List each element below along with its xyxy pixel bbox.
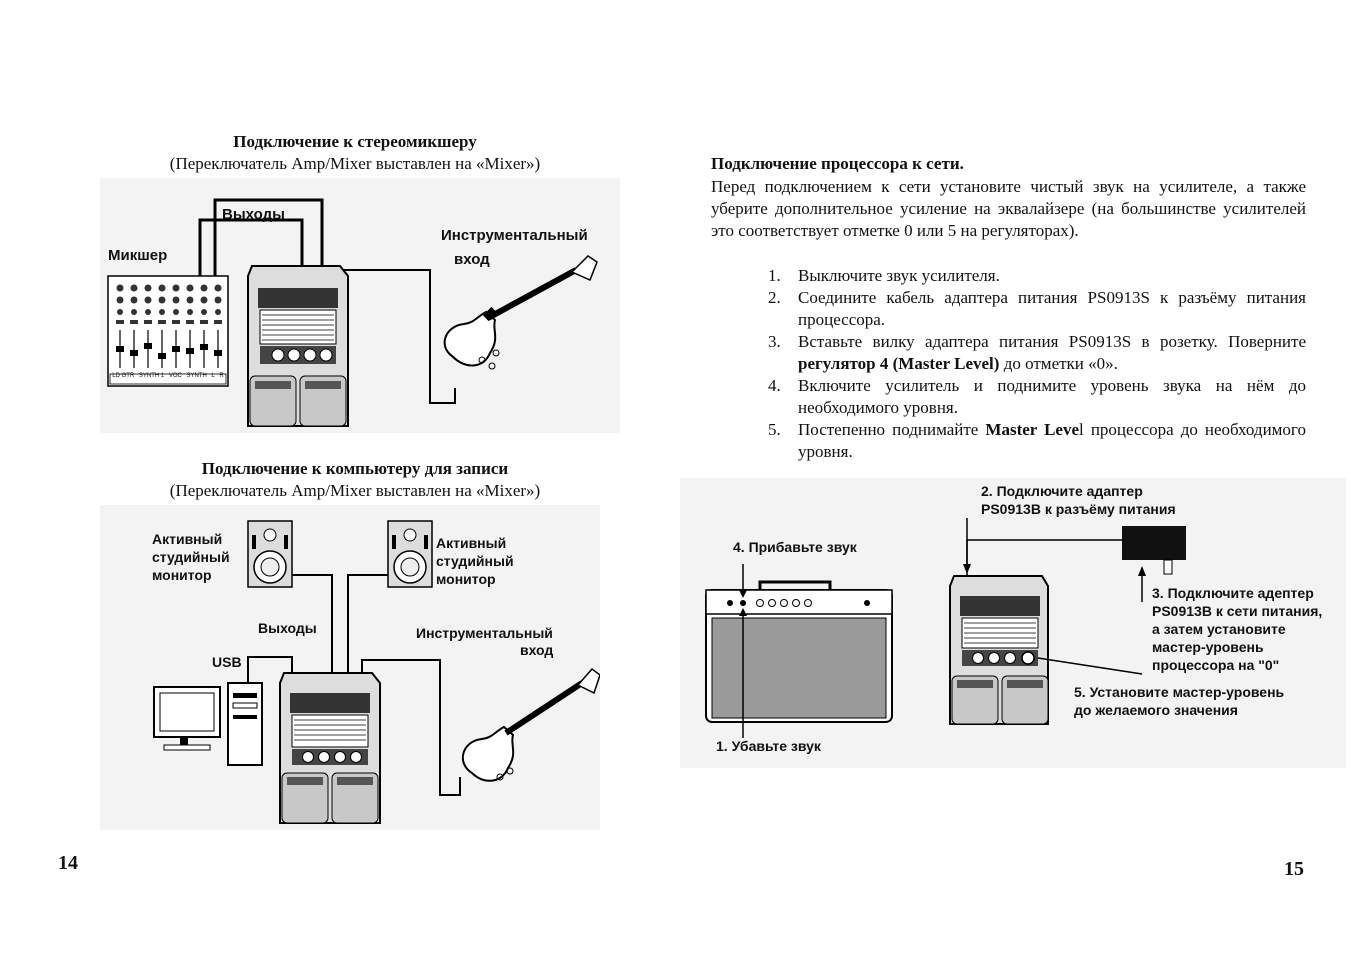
plug-adapter-label-2: PS0913B к сети питания, [1152, 603, 1323, 619]
mixer-channel: L [211, 373, 215, 379]
intro-paragraph: Перед подключением к сети установите чис… [711, 177, 1306, 240]
mixer-channel: VOC [168, 373, 182, 379]
connect-adapter-label-2: PS0913B к разъёму питания [981, 501, 1176, 517]
studio-monitor-left [247, 520, 293, 588]
step-number: 2. [768, 288, 781, 307]
step-text: Соедините кабель адаптера питания PS0913… [798, 288, 1306, 329]
step-item: 4. Включите усилитель и поднимите уровень… [711, 375, 1306, 419]
section-subtitle-computer: (Переключатель Amp/Mixer выставлен на «M… [169, 481, 541, 500]
instrument-input-label-1: Инструментальный [416, 625, 553, 641]
section-title-mixer: Подключение к стереомикшеру [233, 132, 477, 151]
rp-processor-illustration [247, 265, 349, 427]
instrument-input-label-2: вход [520, 642, 554, 658]
reduce-sound-label: 1. Убавьте звук [716, 738, 821, 754]
step-item: 5. Постепенно поднимайте Master Level про… [711, 419, 1306, 463]
step-number: 4. [768, 376, 781, 395]
step-number: 5. [768, 420, 781, 439]
page-number-right: 15 [1284, 858, 1304, 880]
step-item: 3. Вставьте вилку адаптера питания PS0913… [711, 331, 1306, 375]
step-number: 3. [768, 332, 781, 351]
outputs-label: Выходы [222, 206, 285, 223]
outputs-label: Выходы [258, 620, 317, 636]
rp-processor-illustration [949, 575, 1049, 725]
mixer-channel: R [219, 373, 224, 379]
mixer-channel: SYNTH [186, 373, 207, 379]
step-item: 1. Выключите звук усилителя. [711, 265, 1306, 287]
rp-processor-illustration [279, 672, 381, 824]
section-heading-power: Подключение процессора к сети. [711, 154, 964, 173]
usb-label: USB [212, 654, 242, 670]
steps-list: 1. Выключите звук усилителя. 2. Соедините … [711, 265, 1306, 463]
computer-connection-diagram [153, 520, 600, 824]
mixer-channel: SYNTH 1 [138, 373, 165, 379]
section-subtitle-mixer: (Переключатель Amp/Mixer выставлен на «M… [169, 154, 541, 173]
section-title-computer: Подключение к компьютеру для записи [201, 459, 509, 478]
set-level-label-2: до желаемого значения [1074, 702, 1238, 718]
step-number: 1. [768, 266, 781, 285]
mixer-label: Микшер [108, 247, 168, 264]
mixer-connection-diagram [107, 198, 598, 427]
monitor-right-label-3: монитор [436, 571, 496, 587]
amplifier-illustration [705, 580, 893, 723]
mixer-channel-strip: LD GTR SYNTH 1 VOC SYNTH L R [110, 373, 226, 379]
connect-adapter-label-1: 2. Подключите адаптер [981, 483, 1143, 499]
step-text: Постепенно поднимайте [798, 420, 986, 439]
step-text: Вставьте вилку адаптера питания PS0913S … [798, 332, 1306, 351]
step-emphasis: регулятор 4 (Master Level) [798, 354, 1000, 373]
monitor-left-label-1: Активный [152, 531, 223, 547]
guitar-illustration [443, 255, 598, 370]
plug-adapter-label-4: мастер-уровень [1152, 639, 1264, 655]
monitor-left-label-3: монитор [152, 567, 212, 583]
power-connection-diagram [705, 518, 1186, 738]
mixer-channel: LD GTR [112, 373, 135, 379]
step-item: 2. Соедините кабель адаптера питания PS09… [711, 287, 1306, 331]
guitar-illustration [461, 667, 600, 782]
step-text: Выключите звук усилителя. [798, 266, 1000, 285]
mixer-illustration [107, 275, 229, 387]
step-text: l процессора до необходимого уровня. [798, 420, 1306, 461]
instrument-input-label-2: вход [454, 251, 490, 268]
plug-adapter-label-5: процессора на "0" [1152, 657, 1280, 673]
set-level-label-1: 5. Установите мастер-уровень [1074, 684, 1285, 700]
step-text: до отметки «0». [999, 354, 1118, 373]
add-sound-label: 4. Прибавьте звук [733, 539, 857, 555]
monitor-right-label-2: студийный [436, 553, 514, 569]
step-emphasis: Master Leve [985, 420, 1080, 439]
instrument-input-label-1: Инструментальный [441, 227, 588, 244]
computer-illustration [153, 682, 263, 766]
page-number-left: 14 [58, 852, 78, 874]
studio-monitor-right [387, 520, 433, 588]
plug-adapter-label-1: 3. Подключите адептер [1152, 585, 1314, 601]
plug-adapter-label-3: а затем установите [1152, 621, 1286, 637]
monitor-right-label-1: Активный [436, 535, 507, 551]
step-text: Включите усилитель и поднимите уровень з… [798, 376, 1306, 417]
monitor-left-label-2: студийный [152, 549, 230, 565]
